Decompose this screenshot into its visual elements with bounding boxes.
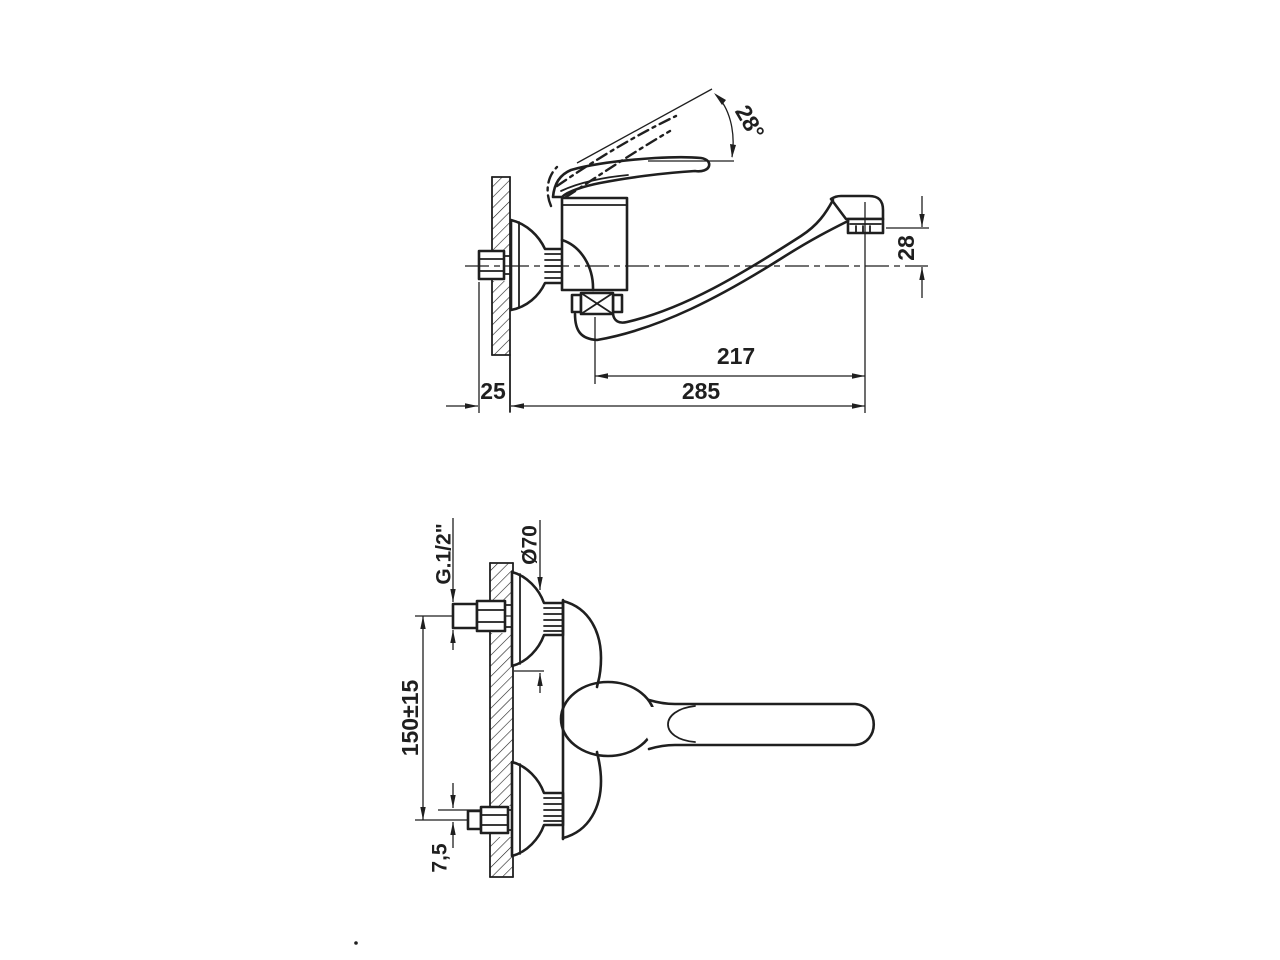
dim-overall-depth: 285: [511, 378, 865, 409]
dim-label-25: 25: [480, 378, 506, 404]
front-view: G.1/2" Ø70 150±15 7,5: [397, 518, 876, 878]
spout-tube-icon: [573, 198, 850, 342]
wall-nut-side-icon: [477, 249, 506, 281]
dim-label-285: 285: [682, 378, 721, 404]
mixer-body-side-icon: [560, 196, 629, 292]
dim-wall-clearance: 25: [446, 282, 506, 413]
lower-connection-icon: [466, 805, 515, 835]
lever-handle-side-icon: [551, 155, 711, 199]
valve-box-icon: [570, 291, 624, 316]
print-speck: [354, 941, 358, 945]
escutcheon-side-icon: [509, 218, 565, 312]
dim-rosette-diameter: Ø70: [514, 520, 544, 693]
raised-handle-phantom-icon: [546, 114, 678, 208]
dim-spout-drop: 28: [886, 196, 929, 298]
dim-label-75: 7,5: [429, 843, 452, 873]
dim-label-spout-drop: 28: [893, 235, 919, 261]
mixer-body-front-icon: [559, 599, 657, 840]
upper-connection-icon: [451, 599, 515, 633]
dim-label-rosette: Ø70: [519, 525, 542, 565]
wall-section-side-icon: [491, 176, 511, 413]
dim-label-angle: 28°: [730, 100, 770, 143]
dim-handle-angle: 28°: [576, 88, 770, 164]
dim-spout-reach: 217: [594, 317, 865, 384]
dim-thread: G.1/2": [433, 518, 456, 650]
dim-label-thread: G.1/2": [433, 523, 456, 584]
dim-label-217: 217: [717, 343, 755, 369]
side-view: 28° 28 217 285 25: [446, 88, 929, 413]
spout-head-icon: [829, 194, 885, 235]
dim-inlet-distance: 150±15: [397, 616, 426, 820]
lower-escutcheon-icon: [510, 760, 565, 858]
upper-escutcheon-icon: [510, 570, 565, 668]
lever-handle-front-icon: [644, 698, 876, 751]
dim-eccentric-offset: 7,5: [429, 783, 456, 873]
dim-label-150: 150±15: [397, 680, 423, 757]
